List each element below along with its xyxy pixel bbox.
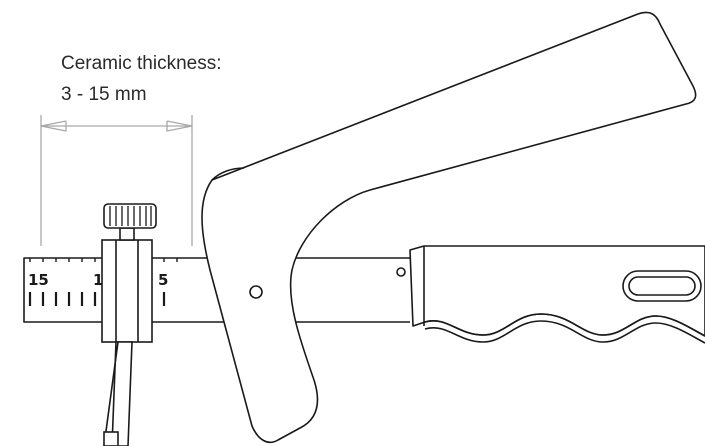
screw-stem xyxy=(119,227,135,241)
carriage-body xyxy=(101,239,153,343)
knob-knurling xyxy=(109,206,152,226)
rivet-circle-icon xyxy=(396,267,406,277)
scale-number-5: 5 xyxy=(158,271,168,289)
dimension-arrow-left xyxy=(40,120,67,132)
grip-wave-edge xyxy=(424,313,705,337)
thickness-label-line2: 3 - 15 mm xyxy=(61,84,147,105)
rivet-circle-icon xyxy=(249,285,263,299)
knurled-knob-icon[interactable] xyxy=(103,203,157,229)
thickness-label-line1: Ceramic thickness: xyxy=(61,53,222,74)
lever-arm[interactable] xyxy=(201,11,697,444)
scale-number-10: 1 xyxy=(93,271,103,289)
scale-number-15: 15 xyxy=(28,271,49,289)
scoring-blade-holder xyxy=(103,341,133,446)
dimension-arrow-right xyxy=(166,120,193,132)
thickness-dimension xyxy=(40,115,193,246)
lever-contour xyxy=(211,167,245,181)
grip-wave-edge-lower xyxy=(424,320,705,344)
grip-slot-inner xyxy=(628,276,696,296)
